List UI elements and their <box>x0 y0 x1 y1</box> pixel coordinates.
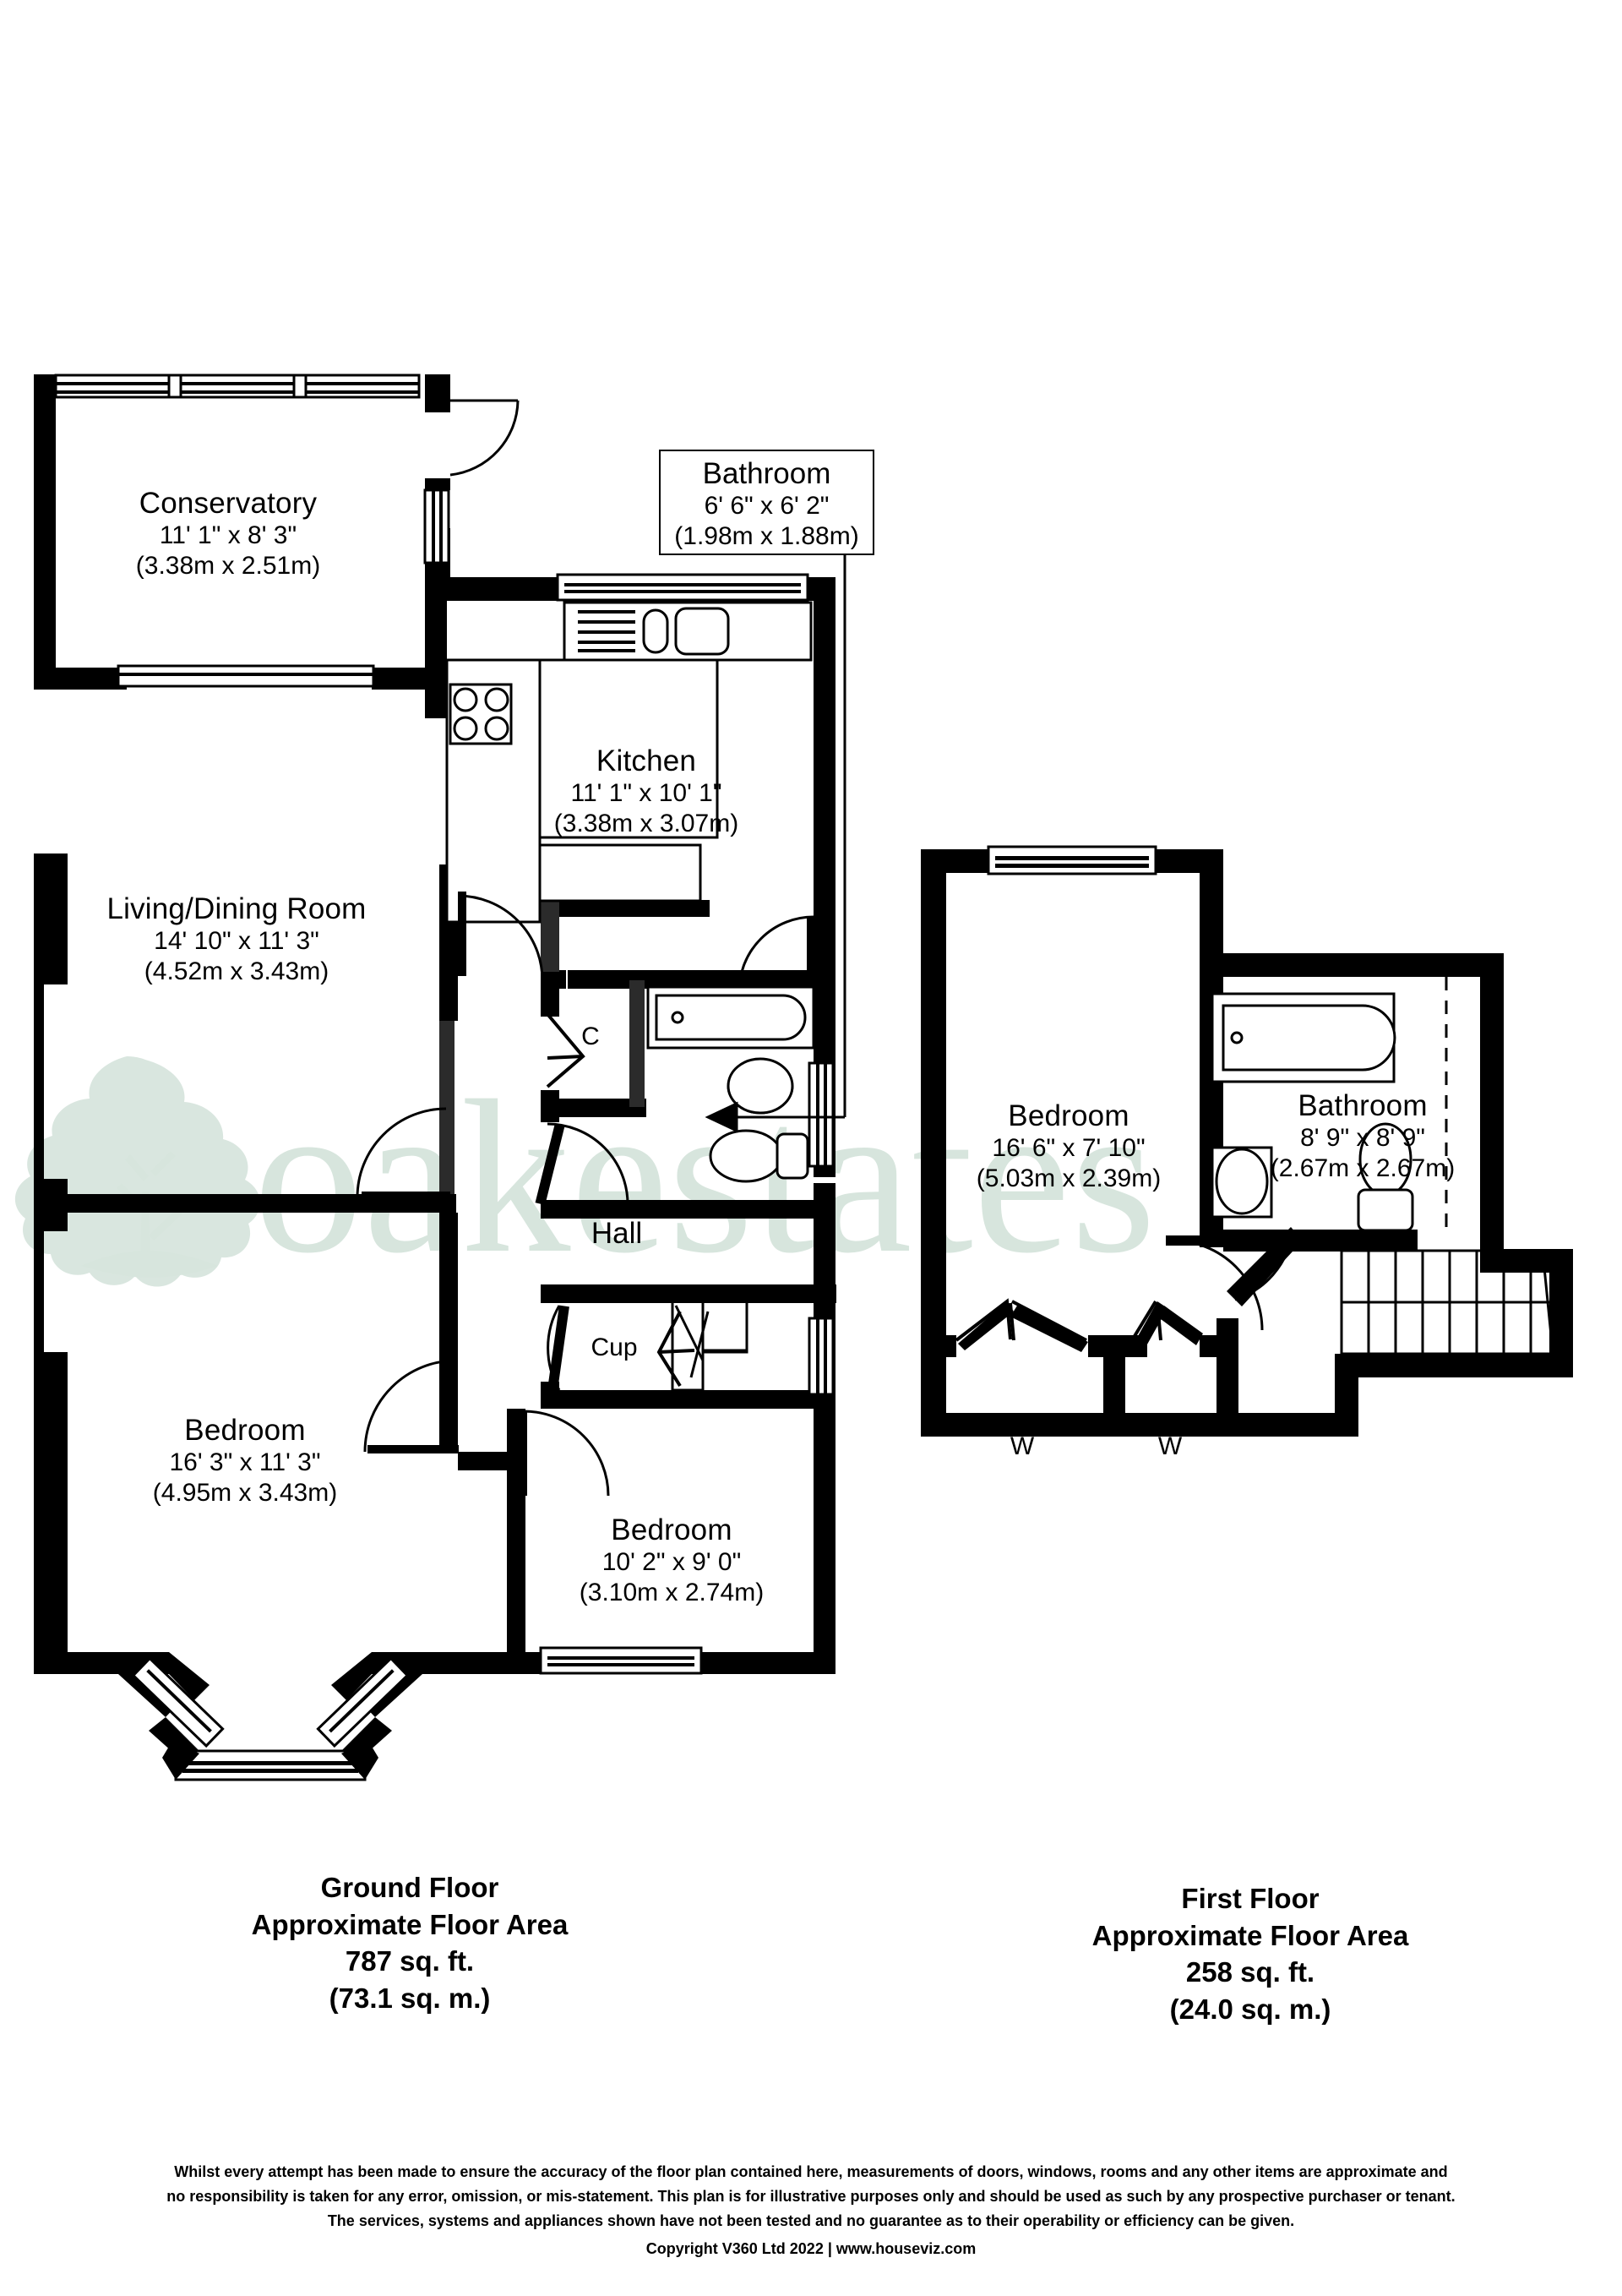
ground-floor-thin-walls <box>439 900 645 1194</box>
window-bedroom2 <box>539 1646 703 1675</box>
door-living-top <box>457 894 544 981</box>
floor-name: First Floor <box>1181 1883 1320 1914</box>
room-dimensions-metric: (5.03m x 2.39m) <box>976 1164 1162 1192</box>
wardrobe-label-left: W <box>1010 1432 1035 1460</box>
bath-sink-ground <box>727 1057 794 1115</box>
room-label-conservatory: Conservatory 11' 1" x 8' 3" (3.38m x 2.5… <box>34 486 422 581</box>
window-bathroom-ground <box>808 1061 835 1168</box>
room-dimensions-metric: (3.10m x 2.74m) <box>579 1578 765 1606</box>
cupboard-cup-doors <box>656 1311 695 1388</box>
door-living-bottom <box>356 1107 447 1198</box>
room-dimensions-imperial: 8' 9" x 8' 9" <box>1300 1124 1425 1153</box>
room-dimensions-imperial: 10' 2" x 9' 0" <box>601 1548 742 1577</box>
disclaimer-block: Whilst every attempt has been made to en… <box>0 2160 1622 2262</box>
room-label-bathroom-first: Bathroom 8' 9" x 8' 9" (2.67m x 2.67m) <box>1232 1088 1494 1183</box>
room-dimensions-imperial: 11' 1" x 10' 1" <box>570 779 722 808</box>
wardrobe-label-right: W <box>1157 1432 1183 1460</box>
window-hall <box>808 1317 835 1396</box>
room-name: Bedroom <box>1008 1099 1129 1132</box>
kitchen-counter-island <box>538 658 719 839</box>
window-conservatory-bottom <box>117 664 375 688</box>
cupboard-label-cup: Cup <box>591 1333 638 1361</box>
door-bathroom-ground <box>547 1122 629 1205</box>
staircase-first <box>1340 1249 1554 1355</box>
kitchen-sink-unit <box>563 601 813 662</box>
room-dimensions-metric: (3.38m x 2.51m) <box>135 551 321 580</box>
floor-area-sqm: (24.0 sq. m.) <box>1169 1993 1331 2025</box>
room-dimensions-imperial: 16' 3" x 11' 3" <box>169 1448 321 1477</box>
room-label-bedroom-ground-2: Bedroom 10' 2" x 9' 0" (3.10m x 2.74m) <box>503 1513 841 1607</box>
door-kitchen <box>738 915 814 992</box>
room-dimensions-metric: (2.67m x 2.67m) <box>1270 1153 1456 1182</box>
window-bedroom-first <box>987 845 1157 875</box>
cupboard-c-doors <box>546 1012 585 1088</box>
bay-wall-segments <box>162 1652 378 1780</box>
bath-toilet-first <box>1357 1122 1414 1232</box>
room-label-bedroom-first: Bedroom 16' 6" x 7' 10" (5.03m x 2.39m) <box>938 1099 1200 1193</box>
window-conservatory-top <box>54 374 421 399</box>
room-label-bathroom-ground: Bathroom 6' 6" x 6' 2" (1.98m x 1.88m) <box>659 450 874 555</box>
room-name: Bathroom <box>1298 1089 1428 1122</box>
floor-area-caption: Approximate Floor Area <box>1091 1919 1409 1951</box>
window-bay-bedroom1 <box>131 1656 410 1781</box>
room-dimensions-imperial: 6' 6" x 6' 2" <box>704 492 830 521</box>
first-floor-summary: First Floor Approximate Floor Area 258 s… <box>912 1880 1588 2027</box>
stairs-ground-outline <box>671 1300 748 1392</box>
door-bedroom1 <box>363 1359 457 1453</box>
door-conservatory <box>449 399 520 477</box>
bath-toilet-ground <box>709 1129 809 1183</box>
hall-label: Hall <box>591 1217 643 1250</box>
room-name: Bathroom <box>702 457 831 490</box>
disclaimer-line-2: no responsibility is taken for any error… <box>166 2188 1456 2206</box>
room-dimensions-metric: (3.38m x 3.07m) <box>553 809 739 837</box>
floor-area-sqft: 258 sq. ft. <box>1185 1956 1315 1988</box>
bath-tub-ground <box>646 985 815 1050</box>
window-kitchen <box>556 573 809 602</box>
room-dimensions-imperial: 16' 6" x 7' 10" <box>992 1134 1146 1163</box>
door-bedroom2 <box>523 1410 610 1497</box>
room-dimensions-metric: (1.98m x 1.88m) <box>674 521 859 550</box>
room-name: Kitchen <box>596 744 697 777</box>
disclaimer-line-1: Whilst every attempt has been made to en… <box>174 2163 1448 2180</box>
room-label-kitchen: Kitchen 11' 1" x 10' 1" (3.38m x 3.07m) <box>477 744 815 838</box>
ground-floor-summary: Ground Floor Approximate Floor Area 787 … <box>72 1869 748 2016</box>
floor-area-sqm: (73.1 sq. m.) <box>329 1982 491 2014</box>
room-name: Living/Dining Room <box>106 892 367 925</box>
bath-tub-first <box>1211 992 1396 1083</box>
room-name: Conservatory <box>139 487 318 520</box>
copyright-line: Copyright V360 Ltd 2022 | www.houseviz.c… <box>645 2240 977 2258</box>
room-dimensions-metric: (4.52m x 3.43m) <box>144 957 329 985</box>
cupboard-label-c: C <box>581 1023 600 1050</box>
bath-sink-first <box>1211 1146 1273 1219</box>
kitchen-hob-icon <box>449 683 513 745</box>
floor-area-sqft: 787 sq. ft. <box>345 1945 475 1977</box>
window-conservatory-side <box>423 488 450 564</box>
room-label-bedroom-ground-1: Bedroom 16' 3" x 11' 3" (4.95m x 3.43m) <box>51 1413 439 1508</box>
room-dimensions-imperial: 11' 1" x 8' 3" <box>159 521 297 550</box>
room-label-living-dining: Living/Dining Room 14' 10" x 11' 3" (4.5… <box>25 892 448 986</box>
room-dimensions-metric: (4.95m x 3.43m) <box>152 1478 338 1507</box>
disclaimer-line-3: The services, systems and appliances sho… <box>327 2212 1295 2230</box>
door-landing-bedroom <box>1172 1239 1264 1331</box>
room-name: Bedroom <box>184 1414 306 1447</box>
kitchen-unit-lower <box>538 843 702 903</box>
floor-name: Ground Floor <box>320 1872 499 1903</box>
room-name: Bedroom <box>611 1513 732 1546</box>
bathroom-leader-line <box>705 554 846 1133</box>
floor-area-caption: Approximate Floor Area <box>251 1908 569 1940</box>
room-dimensions-imperial: 14' 10" x 11' 3" <box>154 927 319 956</box>
